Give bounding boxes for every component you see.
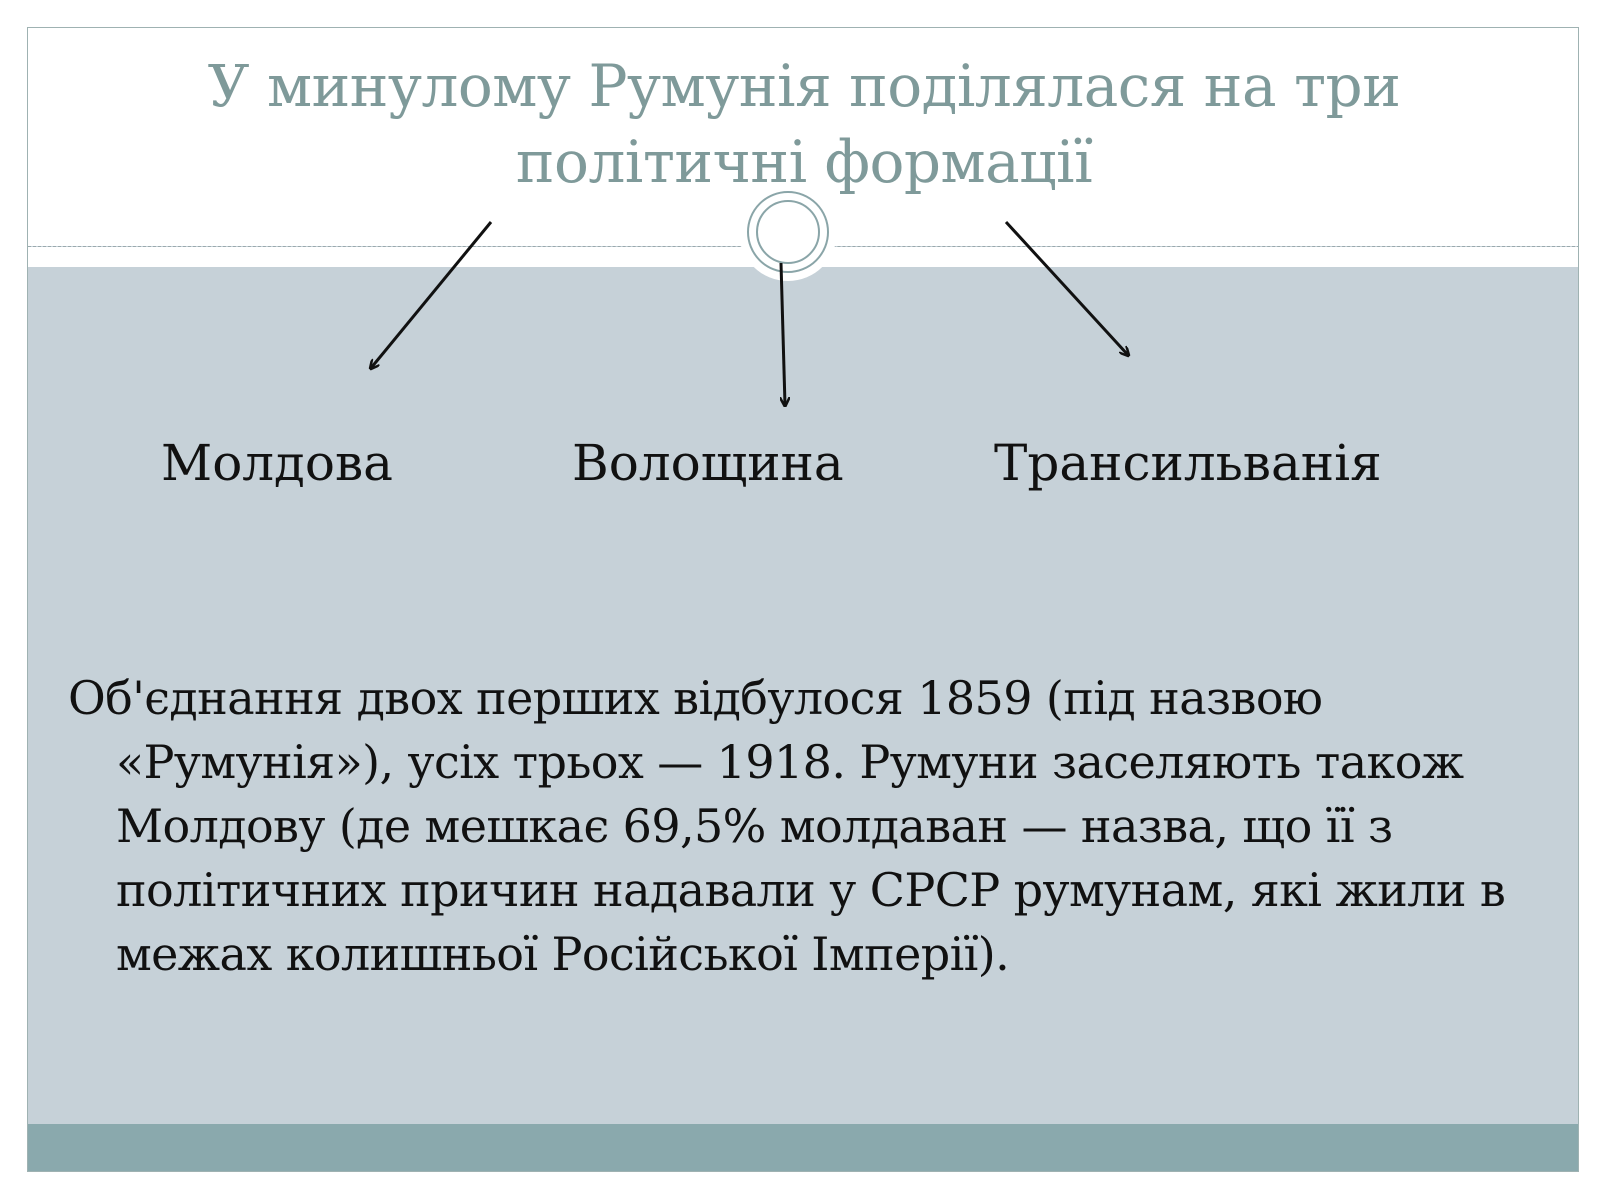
footer-band (28, 1124, 1578, 1171)
slide: У минулому Румунія поділялася на три пол… (27, 27, 1579, 1172)
body-paragraph: Об'єднання двох перших відбулося 1859 (п… (68, 671, 1506, 981)
content-panel (28, 246, 1578, 1151)
slide-title: У минулому Румунія поділялася на три пол… (207, 52, 1401, 196)
region-moldova: Молдова (161, 434, 393, 492)
region-transylvania: Трансильванія (994, 434, 1382, 492)
region-wallachia: Волощина (572, 434, 844, 492)
ornament-inner-ring (756, 200, 820, 264)
